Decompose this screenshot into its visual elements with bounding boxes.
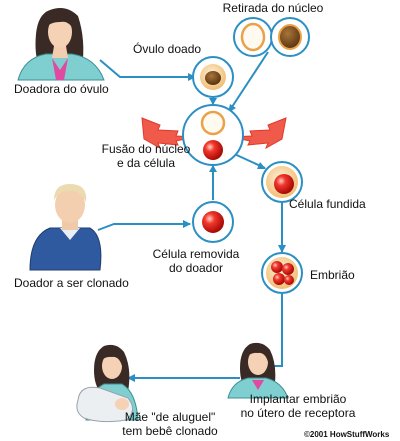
nucleus-removal-label: Retirada do núcleo — [222, 1, 324, 15]
surrogate-label-line1: Mãe "de aluguel" — [124, 410, 216, 424]
removed-cell-body — [202, 211, 224, 233]
implant-label: Implantar embrião no útero de receptora — [228, 392, 368, 420]
arrow-into-fused — [257, 162, 266, 169]
surrogate-figure — [76, 344, 139, 423]
removed-nucleus — [278, 24, 302, 50]
removed-donor-cell — [192, 201, 234, 243]
nucleus-removal-cells — [233, 17, 310, 57]
fusion-label: Fusão do núcleo e da célula — [100, 142, 192, 170]
fusion-empty-egg — [200, 110, 226, 136]
cloned-donor-collar — [60, 228, 80, 240]
fused-nucleus — [274, 174, 294, 194]
arrow-into-fusion-bottom — [209, 165, 217, 172]
surrogate-hair-front — [101, 350, 123, 366]
fusion-label-line1: Fusão do núcleo — [101, 142, 191, 156]
recipient-shirt — [252, 380, 264, 390]
arrow-into-fusion-top — [209, 98, 217, 105]
implant-label-line2: no útero de receptora — [240, 406, 356, 420]
removed-cell-label-line1: Célula removida — [152, 247, 240, 261]
line-donor-to-egg — [99, 59, 195, 78]
surrogate-label-line2: tem bebê clonado — [122, 424, 218, 438]
egg-donor-label: Doadora do óvulo — [14, 82, 109, 96]
removed-cell-label-line2: do doador — [168, 261, 224, 275]
baby-face — [115, 398, 129, 410]
embryo-body — [266, 257, 298, 289]
arrow-into-surrogate — [127, 374, 135, 382]
embryo-blastomere-2 — [282, 263, 294, 275]
egg-donor-face — [48, 16, 72, 48]
recipient-face — [248, 349, 268, 375]
embryo-blastomere-3 — [273, 273, 285, 285]
fusion-donor-cell — [203, 140, 223, 160]
credit-text: ©2001 HowStuffWorks — [304, 430, 390, 439]
embryo-blastomere-4 — [284, 275, 294, 285]
fused-cell-label: Célula fundida — [289, 197, 366, 211]
embryo-label: Embrião — [310, 268, 355, 282]
embryo-cell — [261, 252, 303, 294]
donated-egg-cell — [192, 56, 234, 98]
egg-donor-body — [17, 53, 105, 81]
surrogate-face — [102, 353, 122, 379]
egg-donor-hair-front — [46, 12, 75, 32]
baby-blanket — [76, 386, 133, 423]
cloned-donor-body — [29, 227, 102, 271]
arrow-into-removed-cell — [183, 220, 191, 228]
fusion-cell — [182, 104, 244, 166]
embryo-blastomere-1 — [271, 261, 283, 273]
cloned-donor-label: Doador a ser clonado — [14, 276, 129, 290]
removed-cell-label: Célula removida do doador — [144, 247, 248, 275]
line-cloned-donor-to-cell — [97, 223, 190, 231]
arrow-into-embryo — [278, 245, 286, 253]
fused-cell — [261, 161, 303, 203]
cloned-donor-figure — [29, 184, 102, 271]
enucleated-egg — [240, 22, 266, 52]
recipient-hair-front — [247, 346, 269, 362]
fusion-label-line2: e da célula — [116, 156, 176, 170]
egg-donor-shirt — [52, 58, 68, 80]
donated-egg-nucleus — [205, 71, 221, 85]
recipient-figure — [227, 342, 289, 399]
egg-donor-figure — [17, 8, 105, 81]
line-removal-to-fusion — [229, 51, 269, 111]
donated-egg-label: Óvulo doado — [133, 42, 202, 56]
surrogate-label: Mãe "de aluguel" tem bebê clonado — [110, 410, 230, 438]
implant-label-line1: Implantar embrião — [249, 392, 347, 406]
egg-donor-neck — [52, 46, 68, 58]
cloned-donor-hair — [54, 184, 87, 202]
flow-lines — [97, 51, 283, 379]
cloned-donor-face — [55, 187, 85, 223]
